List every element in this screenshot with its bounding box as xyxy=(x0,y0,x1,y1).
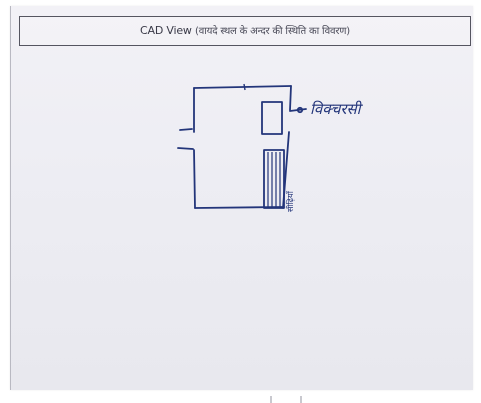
door-mark-lower xyxy=(177,147,194,150)
paper-sheet: CAD View (वायदे स्थल के अन्दर की स्थिति … xyxy=(10,6,473,390)
bottom-tick xyxy=(300,396,302,403)
label-arrow-dot xyxy=(296,106,304,114)
bottom-tick xyxy=(270,396,272,403)
door-mark-upper xyxy=(179,128,193,131)
cad-view-header-box: CAD View (वायदे स्थल के अन्दर की स्थिति … xyxy=(19,16,471,46)
staircase-outline xyxy=(263,149,285,209)
cad-view-title: CAD View (वायदे स्थल के अन्दर की स्थिति … xyxy=(20,23,470,37)
top-wall-notch xyxy=(243,83,246,91)
stair-label: सीढ़ियाँ xyxy=(285,190,295,212)
room-wall-top xyxy=(193,85,292,89)
cad-view-title-latin: CAD View xyxy=(140,24,192,37)
room-wall-left-lower xyxy=(193,149,196,209)
cad-view-title-hindi: (वायदे स्थल के अन्दर की स्थिति का विवरण) xyxy=(195,26,350,37)
page-bottom-edge xyxy=(0,392,481,403)
window-label: विक्चरसी xyxy=(310,100,364,118)
wall-fixture-box xyxy=(261,101,283,135)
